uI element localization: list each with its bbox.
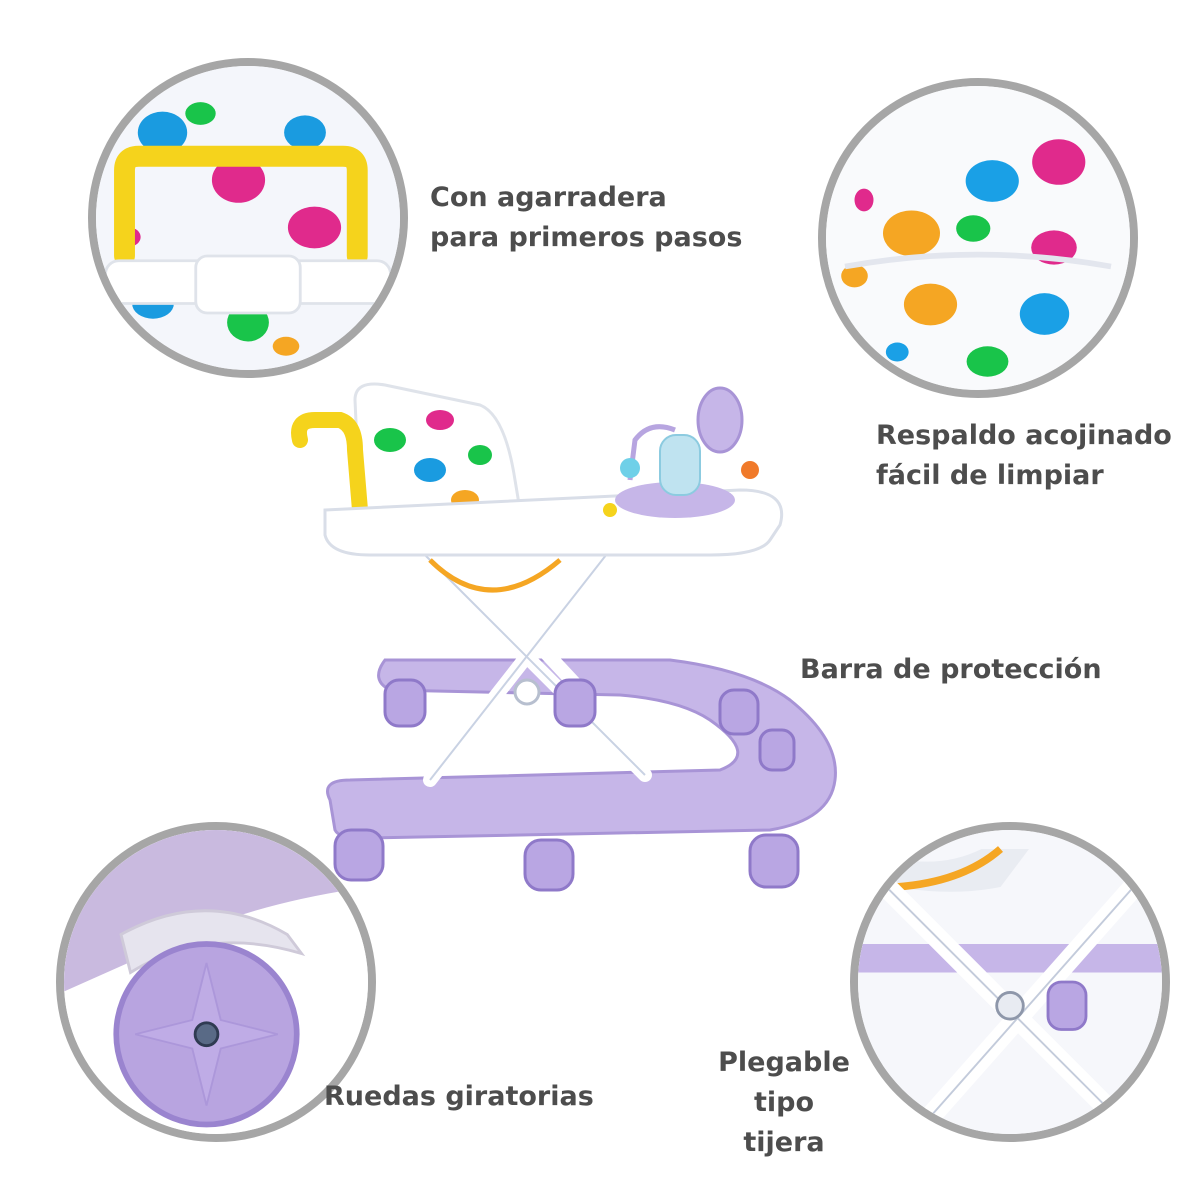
seat-fabric <box>353 382 562 593</box>
bar-caption: Barra de protección <box>800 654 1102 685</box>
handle-detail-image <box>96 66 400 370</box>
backrest-detail-circle <box>818 78 1138 398</box>
backrest-caption: Respaldo acojinado fácil de limpiar <box>876 420 1172 491</box>
wheels-caption: Ruedas giratorias <box>324 1081 594 1112</box>
wheel-detail-circle <box>56 822 376 1142</box>
paw-print-pattern <box>841 139 1086 377</box>
backrest-detail-image <box>826 86 1130 390</box>
toy-console <box>603 386 759 518</box>
yellow-handle-bar <box>114 145 368 267</box>
walker-base <box>326 658 837 840</box>
white-tray <box>104 254 392 315</box>
baby-walker-image <box>291 382 837 892</box>
walker-wheels <box>333 678 800 892</box>
wheel-detail-image <box>64 830 368 1134</box>
walker-handle <box>291 412 368 518</box>
handle-caption: Con agarradera para primeros pasos <box>430 182 743 253</box>
folding-detail-circle <box>850 822 1170 1142</box>
folding-caption: Plegable tipo tijera <box>718 1047 850 1158</box>
folding-detail-image <box>858 830 1162 1134</box>
handle-detail-circle <box>88 58 408 378</box>
wheel <box>113 941 300 1128</box>
